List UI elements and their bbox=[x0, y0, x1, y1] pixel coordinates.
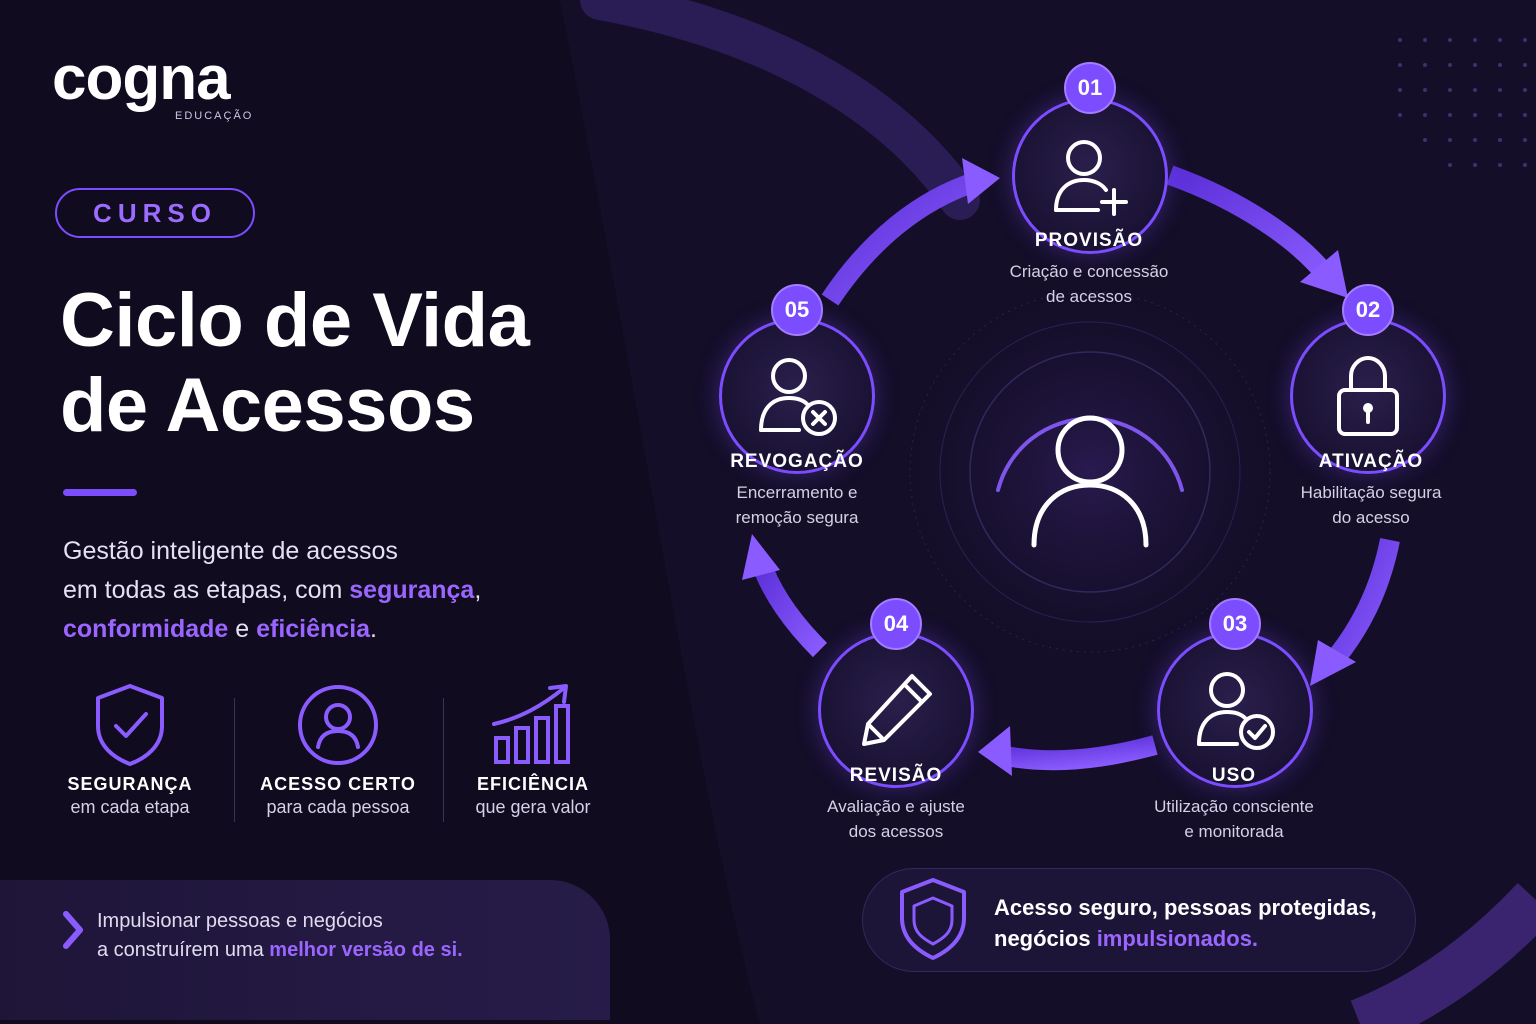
step-05-circle bbox=[719, 318, 875, 474]
user-check-icon bbox=[1197, 672, 1275, 750]
description-text: em todas as etapas, com bbox=[63, 576, 350, 604]
description-text: . bbox=[370, 615, 377, 643]
feature-title: ACESSO CERTO bbox=[260, 774, 416, 794]
feature-divider bbox=[234, 698, 235, 822]
dot-grid bbox=[1398, 38, 1527, 167]
footer-badge-text: Acesso seguro, pessoas protegidas, negóc… bbox=[994, 892, 1377, 954]
tagline-highlight: melhor versão de si. bbox=[269, 939, 463, 961]
feature-divider bbox=[443, 698, 444, 822]
footer-line-1: Acesso seguro, pessoas protegidas, bbox=[994, 895, 1377, 920]
feature-subtitle: que gera valor bbox=[475, 797, 591, 817]
feature-subtitle: em cada etapa bbox=[70, 797, 190, 817]
step-04-circle bbox=[818, 632, 974, 788]
feature-subtitle: para cada pessoa bbox=[266, 797, 410, 817]
feature-access: ACESSO CERTO para cada pessoa bbox=[243, 680, 433, 818]
feature-title: SEGURANÇA bbox=[67, 774, 193, 794]
step-01-desc: Criação e concessão de acessos bbox=[969, 259, 1209, 309]
step-desc-line: dos acessos bbox=[848, 822, 944, 841]
feature-efficiency: EFICIÊNCIA que gera valor bbox=[438, 680, 628, 818]
step-04-badge: 04 bbox=[870, 598, 922, 650]
step-01-circle bbox=[1012, 98, 1168, 254]
step-01-title: PROVISÃO bbox=[1034, 230, 1144, 251]
feature-security: SEGURANÇA em cada etapa bbox=[35, 680, 225, 818]
step-02-desc: Habilitação segura do acesso bbox=[1251, 480, 1491, 530]
brand-subtitle: EDUCAÇÃO bbox=[175, 110, 254, 122]
pencil-icon bbox=[862, 674, 932, 746]
step-desc-line: remoção segura bbox=[735, 508, 859, 527]
tagline-line-1: Impulsionar pessoas e negócios bbox=[97, 910, 383, 932]
course-badge: CURSO bbox=[55, 188, 255, 238]
description-text: , bbox=[474, 576, 482, 604]
highlight-seguranca: segurança bbox=[349, 576, 475, 604]
cycle-arrows bbox=[750, 165, 1400, 771]
highlight-conformidade: conformidade bbox=[63, 615, 229, 643]
highlight-eficiencia: eficiência bbox=[256, 615, 371, 643]
step-04-desc: Avaliação e ajuste dos acessos bbox=[776, 794, 1016, 844]
step-01-badge: 01 bbox=[1064, 62, 1116, 114]
step-05-desc: Encerramento e remoção segura bbox=[677, 480, 917, 530]
step-03-circle bbox=[1157, 632, 1313, 788]
step-desc-line: e monitorada bbox=[1184, 822, 1284, 841]
shield-icon bbox=[900, 878, 966, 960]
shield-check-icon bbox=[35, 680, 225, 770]
step-desc-line: Criação e concessão bbox=[1009, 262, 1169, 281]
brand-logo: cogna bbox=[52, 44, 231, 113]
chevron-right-icon bbox=[63, 911, 83, 949]
title-underline bbox=[63, 489, 137, 496]
step-04-title: REVISÃO bbox=[849, 765, 943, 786]
step-desc-line: Utilização consciente bbox=[1154, 797, 1314, 816]
arrow-heads bbox=[742, 158, 1356, 776]
tagline-line-2: a construírem uma melhor versão de si. bbox=[97, 936, 463, 965]
footer-line-2: negócios impulsionados. bbox=[994, 923, 1377, 954]
step-05-badge: 05 bbox=[771, 284, 823, 336]
step-desc-line: Encerramento e bbox=[736, 483, 858, 502]
lock-icon bbox=[1337, 355, 1399, 436]
page-title: Ciclo de Vida de Acessos bbox=[60, 278, 530, 449]
footer-highlight: impulsionados. bbox=[1096, 926, 1259, 951]
step-03-title: USO bbox=[1211, 765, 1257, 786]
description-line-3: conformidade e eficiência. bbox=[63, 610, 481, 649]
user-circle-icon bbox=[243, 680, 433, 770]
step-desc-line: de acessos bbox=[1046, 287, 1132, 306]
step-05-title: REVOGAÇÃO bbox=[730, 451, 864, 472]
step-desc-line: Avaliação e ajuste bbox=[827, 797, 965, 816]
tagline: Impulsionar pessoas e negócios a constru… bbox=[97, 907, 463, 965]
step-desc-line: Habilitação segura bbox=[1300, 483, 1442, 502]
step-03-desc: Utilização consciente e monitorada bbox=[1114, 794, 1354, 844]
step-02-title: ATIVAÇÃO bbox=[1318, 451, 1424, 472]
title-line-2: de Acessos bbox=[60, 363, 475, 449]
growth-chart-icon bbox=[438, 680, 628, 770]
feature-title: EFICIÊNCIA bbox=[476, 774, 589, 794]
step-02-badge: 02 bbox=[1342, 284, 1394, 336]
user-x-icon bbox=[759, 358, 837, 436]
user-plus-icon bbox=[1054, 140, 1128, 216]
description: Gestão inteligente de acessos em todas a… bbox=[63, 532, 481, 649]
title-line-1: Ciclo de Vida bbox=[60, 278, 530, 363]
tagline-text: a construírem uma bbox=[97, 939, 270, 961]
step-desc-line: do acesso bbox=[1332, 508, 1410, 527]
description-line-1: Gestão inteligente de acessos bbox=[63, 537, 398, 565]
step-03-badge: 03 bbox=[1209, 598, 1261, 650]
footer-text: negócios bbox=[994, 926, 1097, 951]
tagline-panel bbox=[0, 880, 610, 1020]
footer-badge bbox=[862, 868, 1416, 972]
center-user-icon bbox=[1031, 415, 1149, 548]
description-line-2: em todas as etapas, com segurança, bbox=[63, 571, 481, 610]
description-text: e bbox=[228, 615, 257, 643]
